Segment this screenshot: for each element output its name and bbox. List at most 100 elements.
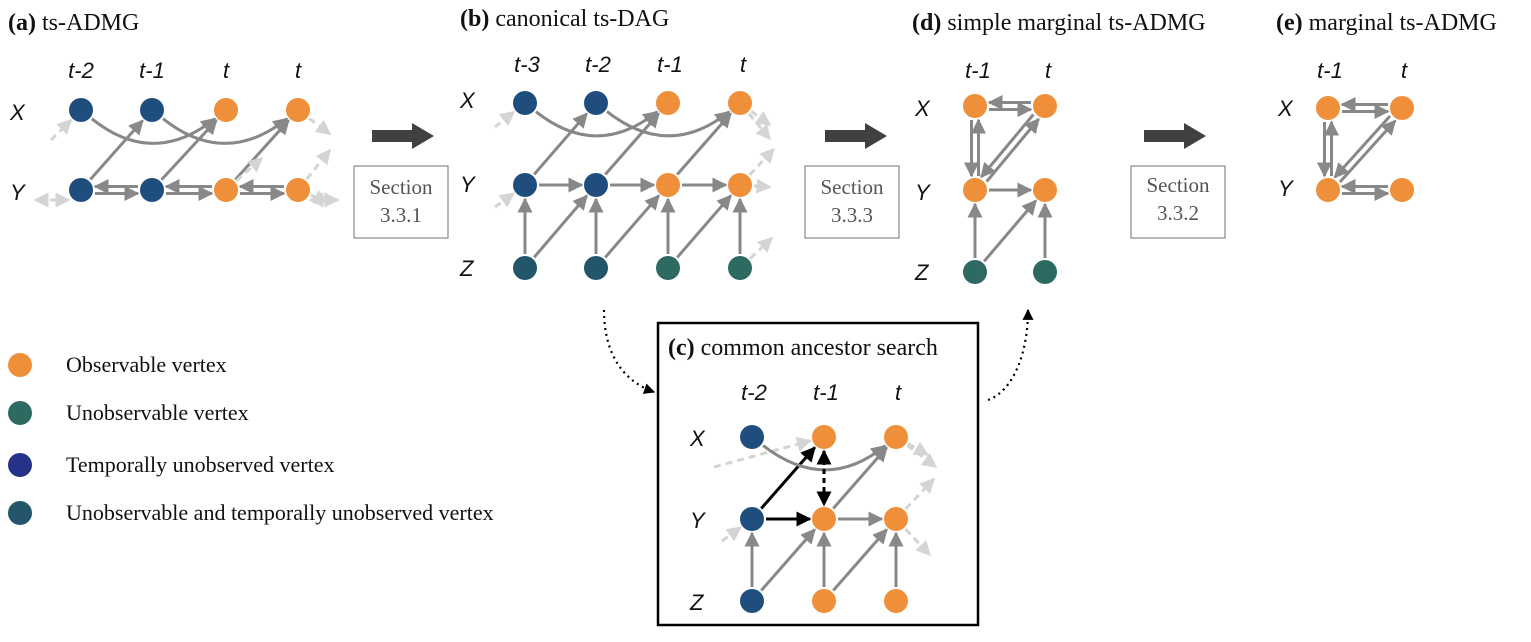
- y-vertex: [963, 178, 987, 202]
- panel-e-var-label: Y: [1278, 176, 1294, 201]
- legend-label: Unobservable and temporally unobserved v…: [66, 500, 494, 525]
- dotted-link-b-to-c: [602, 309, 656, 394]
- panel-a-time-label: t-2: [68, 58, 94, 83]
- panel-c-time-label: t-1: [813, 380, 839, 405]
- directed-edge: [832, 446, 888, 510]
- directed-edge: [234, 119, 290, 181]
- bidirected-edge: [985, 117, 1040, 183]
- directed-edge: [760, 528, 816, 592]
- x-vertex: [740, 425, 764, 449]
- edge-layer: [33, 95, 1397, 592]
- panel-b-var-label: Y: [460, 172, 476, 197]
- y-vertex: [1316, 178, 1340, 202]
- panel-c-var-label: X: [689, 426, 706, 451]
- y-vertex: [513, 173, 537, 197]
- y-vertex: [884, 507, 908, 531]
- bidirected-edge: [1338, 119, 1397, 183]
- panel-a-title: (a) ts-ADMG: [8, 10, 139, 36]
- section-box-1-line2: 3.3.1: [380, 203, 422, 227]
- z-vertex: [1033, 260, 1057, 284]
- panel-e-time-label: t: [1401, 58, 1408, 83]
- section-box-1: [353, 165, 449, 239]
- panel-a-time-label: t: [223, 58, 230, 83]
- z-vertex: [963, 260, 987, 284]
- faded-incoming-edge: [49, 118, 73, 142]
- panel-e-time-label: t-1: [1317, 58, 1343, 83]
- vertex-layer: [8, 91, 1414, 613]
- legend-label: Unobservable vertex: [66, 400, 249, 425]
- panel-a-var-label: Y: [10, 180, 26, 205]
- legend-label: Temporally unobserved vertex: [66, 452, 334, 477]
- faded-edge: [904, 528, 932, 557]
- faded-edge: [749, 236, 774, 260]
- panel-a-time-label: t-1: [139, 58, 165, 83]
- x-vertex: [1033, 94, 1057, 118]
- panel-a-time-label: t: [295, 58, 302, 83]
- section-box-2: [804, 165, 900, 239]
- y-vertex: [69, 178, 93, 202]
- panel-c-frame: [656, 321, 980, 627]
- curved-edge: [535, 110, 659, 138]
- faded-incoming-edge: [494, 110, 516, 129]
- section-box-2-line1: Section: [821, 175, 884, 199]
- x-vertex: [584, 91, 608, 115]
- panel-d-title: (d) simple marginal ts-ADMG: [912, 10, 1206, 36]
- directed-edge: [89, 119, 144, 181]
- y-vertex: [140, 178, 164, 202]
- directed-edge: [160, 119, 218, 181]
- x-vertex: [812, 425, 836, 449]
- directed-edge: [676, 194, 732, 259]
- z-vertex: [656, 256, 680, 280]
- bidirected-edge: [980, 113, 1035, 179]
- transition-arrow: [372, 123, 434, 149]
- faded-edge: [753, 178, 772, 194]
- faded-incoming-edge: [713, 437, 812, 469]
- x-vertex: [884, 425, 908, 449]
- curved-edge: [762, 444, 887, 472]
- panel-b-var-label: X: [459, 88, 476, 113]
- faded-edge: [750, 110, 772, 127]
- directed-edge: [982, 199, 1038, 263]
- panel-b-time-label: t: [740, 52, 747, 77]
- panel-b-var-label: Z: [459, 256, 475, 281]
- faded-edge: [305, 148, 332, 181]
- directed-edge: [604, 194, 660, 259]
- curved-edge: [162, 117, 289, 145]
- y-vertex: [1390, 178, 1414, 202]
- z-vertex: [513, 256, 537, 280]
- curved-edge: [606, 110, 731, 138]
- faded-edge: [906, 444, 938, 469]
- z-vertex: [728, 256, 752, 280]
- y-vertex: [286, 178, 310, 202]
- directed-edge: [832, 528, 888, 592]
- panel-b-title: (b) canonical ts-DAG: [460, 6, 669, 32]
- x-vertex: [656, 91, 680, 115]
- panel-b-time-label: t-1: [657, 52, 683, 77]
- y-vertex: [728, 173, 752, 197]
- faded-incoming-edge: [721, 526, 742, 543]
- x-vertex: [69, 98, 93, 122]
- panel-d-time-label: t: [1045, 58, 1052, 83]
- panel-d-time-label: t-1: [965, 58, 991, 83]
- panel-c-var-label: Z: [689, 590, 705, 615]
- legend-dot-icon: [8, 401, 32, 425]
- y-vertex: [656, 173, 680, 197]
- panel-a-var-label: X: [9, 100, 26, 125]
- transition-arrow: [825, 123, 887, 149]
- faded-edge: [748, 147, 776, 176]
- directed-edge: [604, 112, 660, 176]
- legend-dot-icon: [8, 501, 32, 525]
- x-vertex: [1316, 96, 1340, 120]
- legend-dot-icon: [8, 353, 32, 377]
- panel-c-title: (c) common ancestor search: [668, 335, 938, 361]
- y-vertex: [584, 173, 608, 197]
- dotted-link-c-to-d: [987, 308, 1034, 402]
- x-vertex: [214, 98, 238, 122]
- x-vertex: [513, 91, 537, 115]
- legend-dot-icon: [8, 453, 32, 477]
- faded-edge: [308, 117, 332, 136]
- faded-edge: [235, 156, 264, 182]
- faded-edge: [747, 112, 772, 141]
- directed-edge: [533, 112, 588, 176]
